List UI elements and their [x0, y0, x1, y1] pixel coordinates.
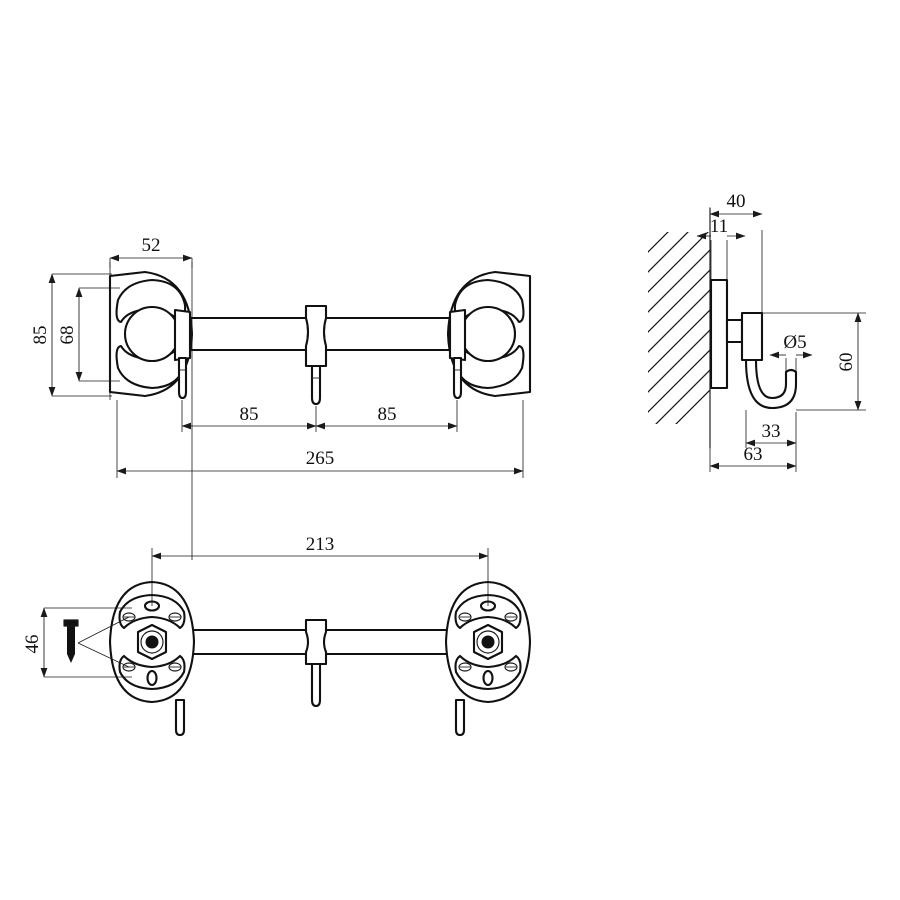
dim-label-40: 40 [727, 191, 746, 212]
plan-view: 213 46 [22, 534, 532, 737]
front-right-plate [446, 270, 532, 400]
nut-bore [145, 635, 159, 649]
dim-side-projection: 63 [709, 444, 797, 472]
dim-label-85-height: 85 [30, 326, 51, 345]
dim-front-hook-spacing: 85 85 [181, 400, 458, 432]
screw-icon [63, 619, 79, 663]
front-left-plate [108, 270, 194, 400]
dim-side-depth: 40 [709, 191, 763, 318]
dim-label-85-right: 85 [378, 404, 397, 425]
dim-label-63: 63 [744, 444, 763, 465]
dim-front-total-length: 265 [116, 400, 524, 478]
dim-label-60: 60 [836, 353, 857, 372]
side-body [740, 311, 764, 362]
dim-side-rod-diameter: Ø5 [769, 332, 813, 374]
plan-right-hook-pin [454, 698, 466, 737]
front-view: 52 85 68 85 85 [30, 235, 532, 560]
dim-plan-mount-spacing: 213 [151, 534, 489, 606]
dim-label-52: 52 [142, 235, 161, 256]
dim-side-hook-opening: 33 [745, 410, 797, 448]
wall-hatch [648, 232, 710, 424]
dim-label-68: 68 [57, 326, 78, 345]
dim-label-85-left: 85 [240, 404, 259, 425]
dim-label-11: 11 [710, 216, 728, 237]
side-j-hook [744, 358, 798, 410]
dim-label-33: 33 [762, 421, 781, 442]
dim-side-plate-thickness: 11 [696, 216, 746, 282]
plan-center-hook [304, 618, 328, 708]
mount-slot-bottom [146, 669, 158, 687]
dim-label-d5: Ø5 [783, 332, 806, 353]
dim-side-height: 60 [762, 312, 866, 411]
front-center-hook [304, 304, 328, 406]
dim-label-213: 213 [306, 534, 335, 555]
dim-label-265: 265 [306, 448, 335, 469]
dim-front-plate-width: 52 [109, 235, 193, 560]
dim-plan-plate-width: 46 [22, 607, 132, 678]
plan-right-plate [444, 580, 532, 737]
nut-bore [481, 635, 495, 649]
side-neck [725, 318, 744, 344]
side-wall-plate [709, 278, 729, 390]
dim-front-height-inner: 68 [57, 287, 120, 382]
dim-front-height-overall: 85 [30, 273, 112, 397]
dim-label-46: 46 [22, 635, 43, 654]
plan-left-hook-pin [174, 698, 186, 737]
side-view: 40 11 Ø5 60 33 [648, 191, 866, 472]
mount-slot-bottom [482, 669, 494, 687]
